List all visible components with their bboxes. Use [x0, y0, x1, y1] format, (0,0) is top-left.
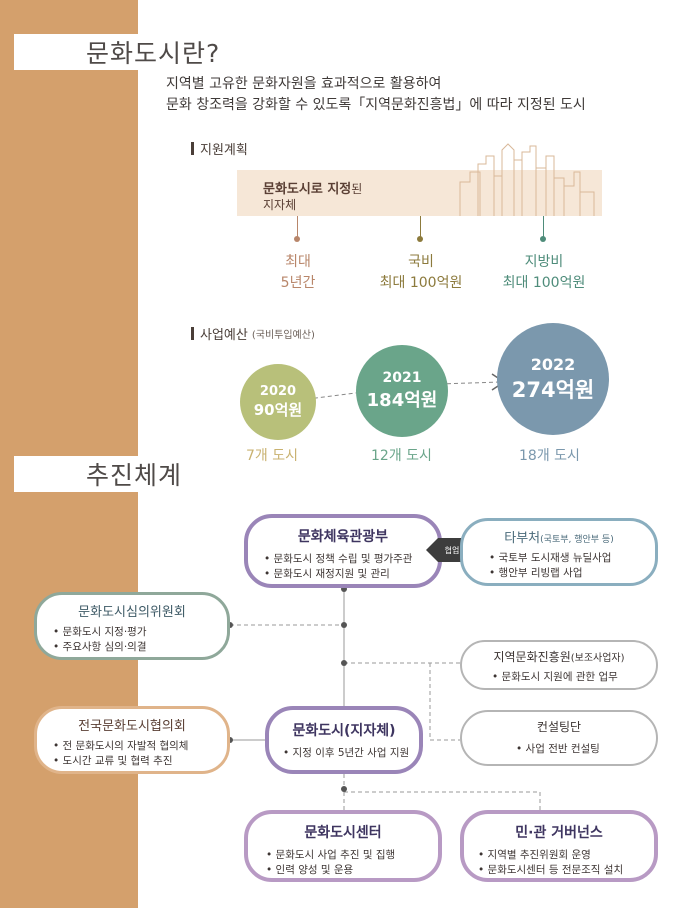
- intro-text: 지역별 고유한 문화자원을 효과적으로 활용하여 문화 창조력을 강화할 수 있…: [166, 74, 586, 116]
- committee-item: 주요사항 심의·의결: [53, 640, 147, 655]
- city-skyline-illustration: [459, 143, 595, 216]
- kcpa-title: 지역문화진흥원: [493, 650, 571, 664]
- section-title: 추진체계: [86, 461, 183, 490]
- section-title-band: 문화도시란?: [14, 34, 269, 70]
- tick-line: [297, 216, 298, 238]
- intro-line: 지역별 고유한 문화자원을 효과적으로 활용하여: [166, 76, 442, 92]
- support-item-period: 최대 5년간: [258, 252, 338, 294]
- tick-line: [420, 216, 421, 238]
- support-line: 지방비: [524, 254, 564, 270]
- connector-dot: [227, 737, 233, 743]
- budget-cities: 7개 도시: [246, 448, 298, 464]
- center-item: 문화도시 사업 추진 및 집행: [266, 848, 396, 863]
- band-suffix: 된: [351, 182, 363, 196]
- budget-circle-2021: 2021 184억원: [356, 345, 448, 437]
- ministry-box: 문화체육관광부 문화도시 정책 수립 및 평가주관 문화도시 재정지원 및 관리: [244, 514, 442, 588]
- support-heading-text: 지원계획: [200, 143, 248, 158]
- support-line: 최대 100억원: [502, 275, 586, 291]
- support-line: 국비: [408, 254, 434, 270]
- budget-heading: 사업예산 (국비투입예산): [191, 324, 315, 343]
- committee-box: 문화도시심의위원회 문화도시 지정·평가 주요사항 심의·의결: [34, 592, 230, 660]
- budget-cities: 18개 도시: [519, 448, 580, 464]
- budget-year: 2020: [259, 384, 297, 399]
- connector-dot: [227, 622, 233, 628]
- band-main: 문화도시로 지정: [263, 182, 352, 197]
- connector-dot: [341, 586, 347, 592]
- band-sub: 지자체: [263, 198, 297, 212]
- budget-cities: 12개 도시: [371, 448, 432, 464]
- support-line: 5년간: [280, 275, 316, 291]
- other-ministries-box: 타부처(국토부, 행안부 등) 국토부 도시재생 뉴딜사업 행안부 리빙랩 사업: [460, 518, 658, 586]
- support-heading: 지원계획: [191, 139, 248, 158]
- center-title: 문화도시센터: [304, 825, 382, 841]
- kcpa-item: 문화도시 지원에 관한 업무: [492, 670, 618, 685]
- kcpa-box: 지역문화진흥원(보조사업자) 문화도시 지원에 관한 업무: [460, 640, 658, 690]
- council-title: 전국문화도시협의회: [78, 719, 186, 734]
- committee-title: 문화도시심의위원회: [78, 605, 186, 620]
- support-line: 최대 100억원: [379, 275, 463, 291]
- governance-box: 민·관 거버넌스 지역별 추진위원회 운영 문화도시센터 등 전문조직 설치: [460, 810, 658, 882]
- intro-line: 문화 창조력을 강화할 수 있도록「지역문화진흥법」에 따라 지정된 도시: [166, 97, 586, 113]
- connector-dot: [341, 660, 347, 666]
- committee-item: 문화도시 지정·평가: [53, 625, 147, 640]
- consulting-box: 컨설팅단 사업 전반 컨설팅: [460, 710, 658, 766]
- tick-line: [543, 216, 544, 238]
- tick-dot: [417, 236, 423, 242]
- kcpa-note: (보조사업자): [570, 653, 625, 664]
- section-title: 문화도시란?: [86, 39, 221, 68]
- support-line: 최대: [285, 254, 311, 270]
- connector-dot: [341, 786, 347, 792]
- tick-dot: [294, 236, 300, 242]
- tick-dot: [540, 236, 546, 242]
- budget-heading-text: 사업예산: [200, 328, 248, 343]
- other-ministries-item: 국토부 도시재생 뉴딜사업: [489, 551, 612, 566]
- cooperation-label: 협업: [444, 545, 460, 555]
- city-item: 지정 이후 5년간 사업 지원: [283, 746, 410, 761]
- budget-amount: 274억원: [511, 377, 595, 402]
- heading-bar: [191, 327, 194, 340]
- governance-item: 지역별 추진위원회 운영: [478, 848, 623, 863]
- heading-bar: [191, 142, 194, 155]
- other-ministries-note: (국토부, 행안부 등): [540, 535, 614, 545]
- budget-amount: 184억원: [366, 390, 438, 411]
- budget-circle-2022: 2022 274억원: [497, 323, 609, 435]
- other-ministries-item: 행안부 리빙랩 사업: [489, 566, 611, 581]
- consulting-item: 사업 전반 컨설팅: [516, 742, 600, 757]
- council-item: 전 문화도시의 자발적 협의체: [53, 739, 189, 754]
- city-box: 문화도시(지자체) 지정 이후 5년간 사업 지원: [265, 706, 423, 774]
- council-item: 도시간 교류 및 협력 추진: [53, 754, 188, 769]
- support-band: [237, 170, 602, 216]
- budget-heading-note: (국비투입예산): [251, 330, 315, 341]
- ministry-title: 문화체육관광부: [297, 529, 389, 545]
- designated-city-label: 문화도시로 지정된: [263, 178, 362, 197]
- budget-year: 2022: [530, 354, 576, 374]
- section-title-band: 추진체계: [14, 456, 194, 492]
- ministry-item: 문화도시 재정지원 및 관리: [264, 567, 412, 582]
- support-item-local: 지방비 최대 100억원: [488, 252, 600, 294]
- support-item-national: 국비 최대 100억원: [365, 252, 477, 294]
- ministry-item: 문화도시 정책 수립 및 평가주관: [264, 552, 413, 567]
- budget-circle-2020: 2020 90억원: [240, 364, 316, 440]
- governance-title: 민·관 거버넌스: [515, 825, 603, 841]
- connector-dot: [341, 622, 347, 628]
- center-box: 문화도시센터 문화도시 사업 추진 및 집행 인력 양성 및 운용: [244, 810, 442, 882]
- budget-amount: 90억원: [253, 401, 303, 419]
- council-box: 전국문화도시협의회 전 문화도시의 자발적 협의체 도시간 교류 및 협력 추진: [34, 706, 230, 774]
- consulting-title: 컨설팅단: [536, 720, 582, 734]
- governance-item: 문화도시센터 등 전문조직 설치: [478, 863, 624, 878]
- city-title: 문화도시(지자체): [292, 723, 396, 739]
- center-item: 인력 양성 및 운용: [266, 863, 395, 878]
- budget-year: 2021: [382, 370, 422, 386]
- other-ministries-title: 타부처: [504, 531, 541, 546]
